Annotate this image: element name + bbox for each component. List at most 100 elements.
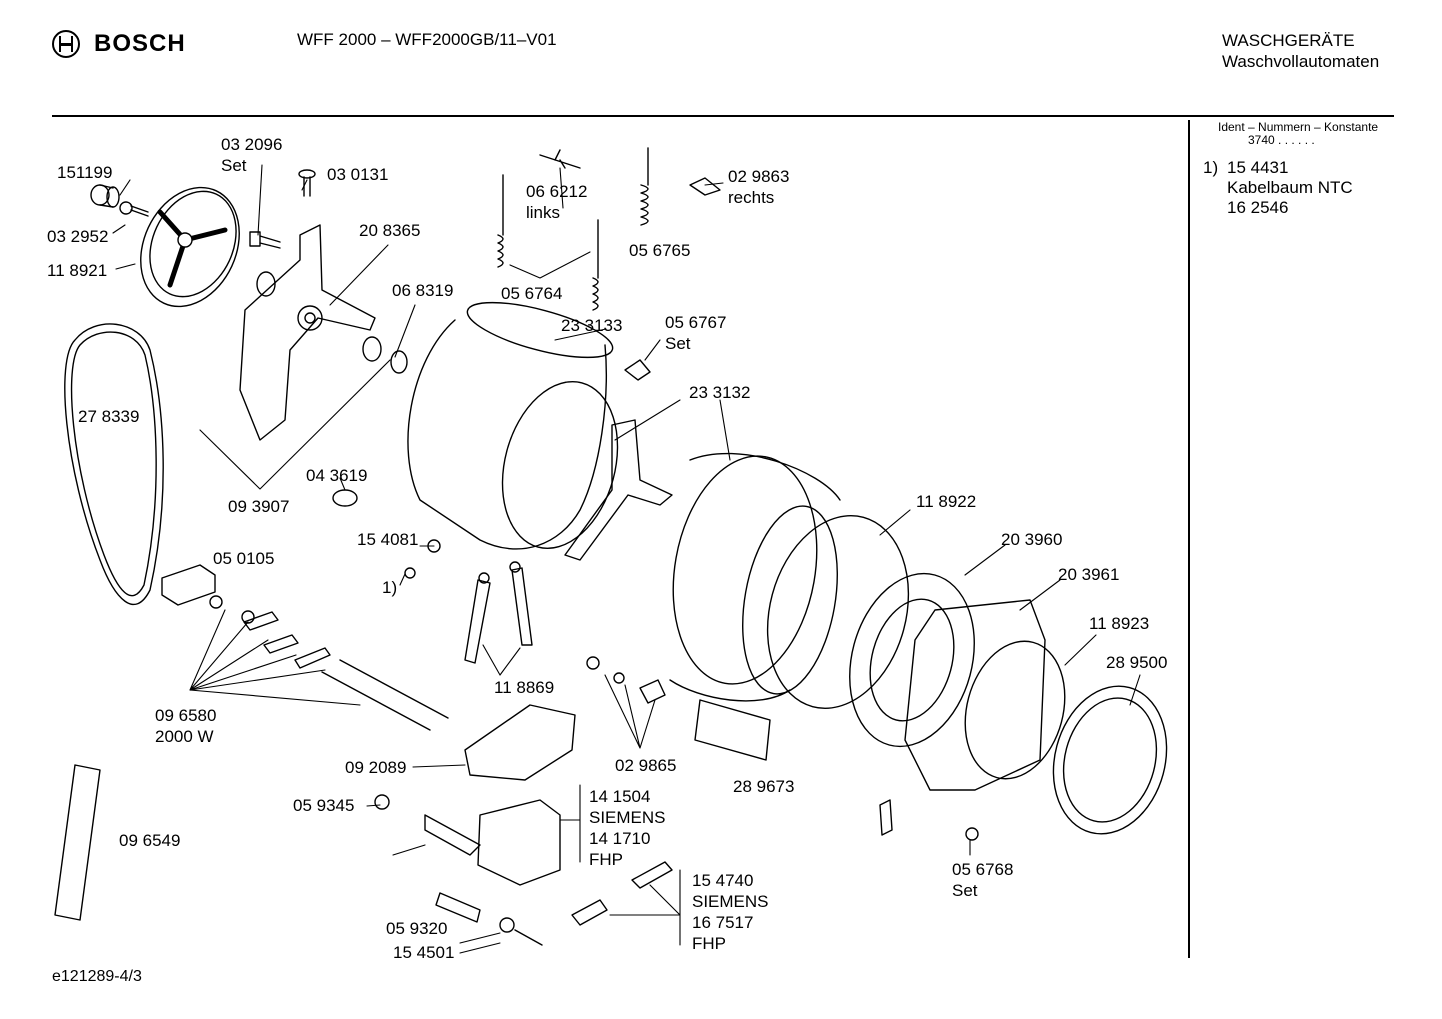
drum-cross-icon	[564, 419, 673, 561]
part-number: 03 0131	[327, 165, 389, 184]
part-number: 02 9865	[615, 756, 677, 775]
note-row: 16 2546	[1203, 198, 1353, 218]
part-label: 05 6765	[629, 240, 690, 261]
insulation-sheet-icon	[464, 704, 576, 781]
part-number: 11 8921	[47, 261, 108, 280]
seal-icon	[390, 350, 408, 374]
note-text: Kabelbaum NTC	[1227, 178, 1353, 197]
pulley-screw-icon	[119, 201, 149, 217]
part-number: 28 9673	[733, 777, 795, 796]
part-number: 05 9320	[386, 919, 448, 938]
part-label: 23 3133	[561, 315, 622, 336]
front-bracket-icon	[904, 599, 1046, 791]
note-text: 15 4431	[1227, 158, 1289, 177]
part-number: 15 4501	[393, 943, 455, 962]
part-number: 05 6764	[501, 284, 563, 303]
category-line-1: WASCHGERÄTE	[1222, 31, 1355, 50]
shock-absorber-icon	[464, 561, 533, 664]
heater-plate-icon	[243, 611, 331, 669]
heater-connector-icon	[161, 564, 216, 606]
part-label: 09 2089	[345, 757, 406, 778]
clip-icon	[624, 359, 651, 381]
part-label: 06 6212 links	[526, 181, 587, 223]
part-number: 28 9500	[1106, 653, 1168, 672]
part-number: 23 3132	[689, 383, 751, 402]
part-label: 04 3619	[306, 465, 367, 486]
part-number: 20 3961	[1058, 565, 1120, 584]
part-number: 03 2096	[221, 135, 283, 154]
part-number: 14 1710	[589, 829, 651, 848]
seal-ring-icon	[766, 515, 910, 709]
part-number: 23 3133	[561, 316, 623, 335]
part-label: 09 6549	[119, 830, 180, 851]
part-label: 1)	[382, 577, 397, 598]
part-number: 05 0105	[213, 549, 275, 568]
header-divider	[52, 115, 1394, 117]
part-number: 14 1504	[589, 787, 651, 806]
part-note: rechts	[728, 188, 775, 207]
part-number: 20 3960	[1001, 530, 1063, 549]
tub-seal-icon	[964, 640, 1066, 780]
note-row: 1) 15 4431	[1203, 158, 1353, 178]
spring-icon	[497, 147, 649, 311]
spring-clip-icon	[539, 149, 581, 169]
part-number: 16 7517	[692, 913, 754, 932]
note-marker: 1)	[1203, 158, 1219, 177]
part-number: 06 8319	[392, 281, 454, 300]
part-label: 28 9673	[733, 776, 794, 797]
part-label: 11 8922	[916, 491, 976, 512]
part-number: 06 6212	[526, 182, 588, 201]
cable-harness-icon	[54, 764, 101, 921]
part-number: 03 2952	[47, 227, 109, 246]
part-note: FHP	[589, 850, 623, 869]
bolt-icon	[249, 231, 281, 249]
carbon-brush-icon	[571, 861, 673, 926]
part-note: SIEMENS	[692, 892, 769, 911]
part-number: 09 6549	[119, 831, 181, 850]
weight-clamp-icon	[879, 799, 893, 836]
part-label: 05 0105	[213, 548, 274, 569]
part-label: 20 3960	[1001, 529, 1062, 550]
front-panel-inner-icon	[869, 598, 955, 722]
bosch-logo: BOSCH	[52, 30, 186, 58]
part-number: 15 4740	[692, 871, 754, 890]
outer-tub-icon	[407, 301, 619, 550]
part-number: 27 8339	[78, 407, 140, 426]
part-number: 1)	[382, 578, 398, 597]
hook-icon	[689, 177, 721, 196]
part-number: 11 8922	[916, 492, 977, 511]
bosch-armature-icon	[52, 30, 80, 58]
drive-belt-inner-icon	[70, 331, 157, 597]
bushing-icon	[90, 184, 120, 208]
part-note: links	[526, 203, 561, 222]
part-label: 05 9345	[293, 795, 354, 816]
part-number: 05 6767	[665, 313, 727, 332]
part-label: 05 6764	[501, 283, 562, 304]
bearing-icon	[256, 271, 276, 297]
category-line-2: Waschvollautomaten	[1222, 52, 1380, 71]
part-label: 15 4501	[393, 942, 454, 963]
part-label: 03 0131	[327, 164, 388, 185]
drum-icon	[669, 452, 841, 702]
part-label: 11 8923	[1089, 613, 1149, 634]
front-panel-ring-icon	[849, 572, 975, 748]
drawing-id: e121289-4/3	[52, 968, 142, 985]
part-note: SIEMENS	[589, 808, 666, 827]
part-number: 15 4081	[357, 530, 419, 549]
part-label: 27 8339	[78, 406, 139, 427]
part-label: 03 2952	[47, 226, 108, 247]
spider-bracket-icon	[239, 224, 376, 441]
pulley-icon	[140, 186, 240, 308]
part-label: 11 8921	[47, 260, 107, 281]
pipe-sleeve-icon	[694, 699, 771, 761]
part-number: 09 6580	[155, 706, 217, 725]
ident-value: 3740 . . . . . .	[1248, 133, 1315, 147]
part-label: 20 8365	[359, 220, 420, 241]
part-note: Set	[952, 881, 978, 900]
